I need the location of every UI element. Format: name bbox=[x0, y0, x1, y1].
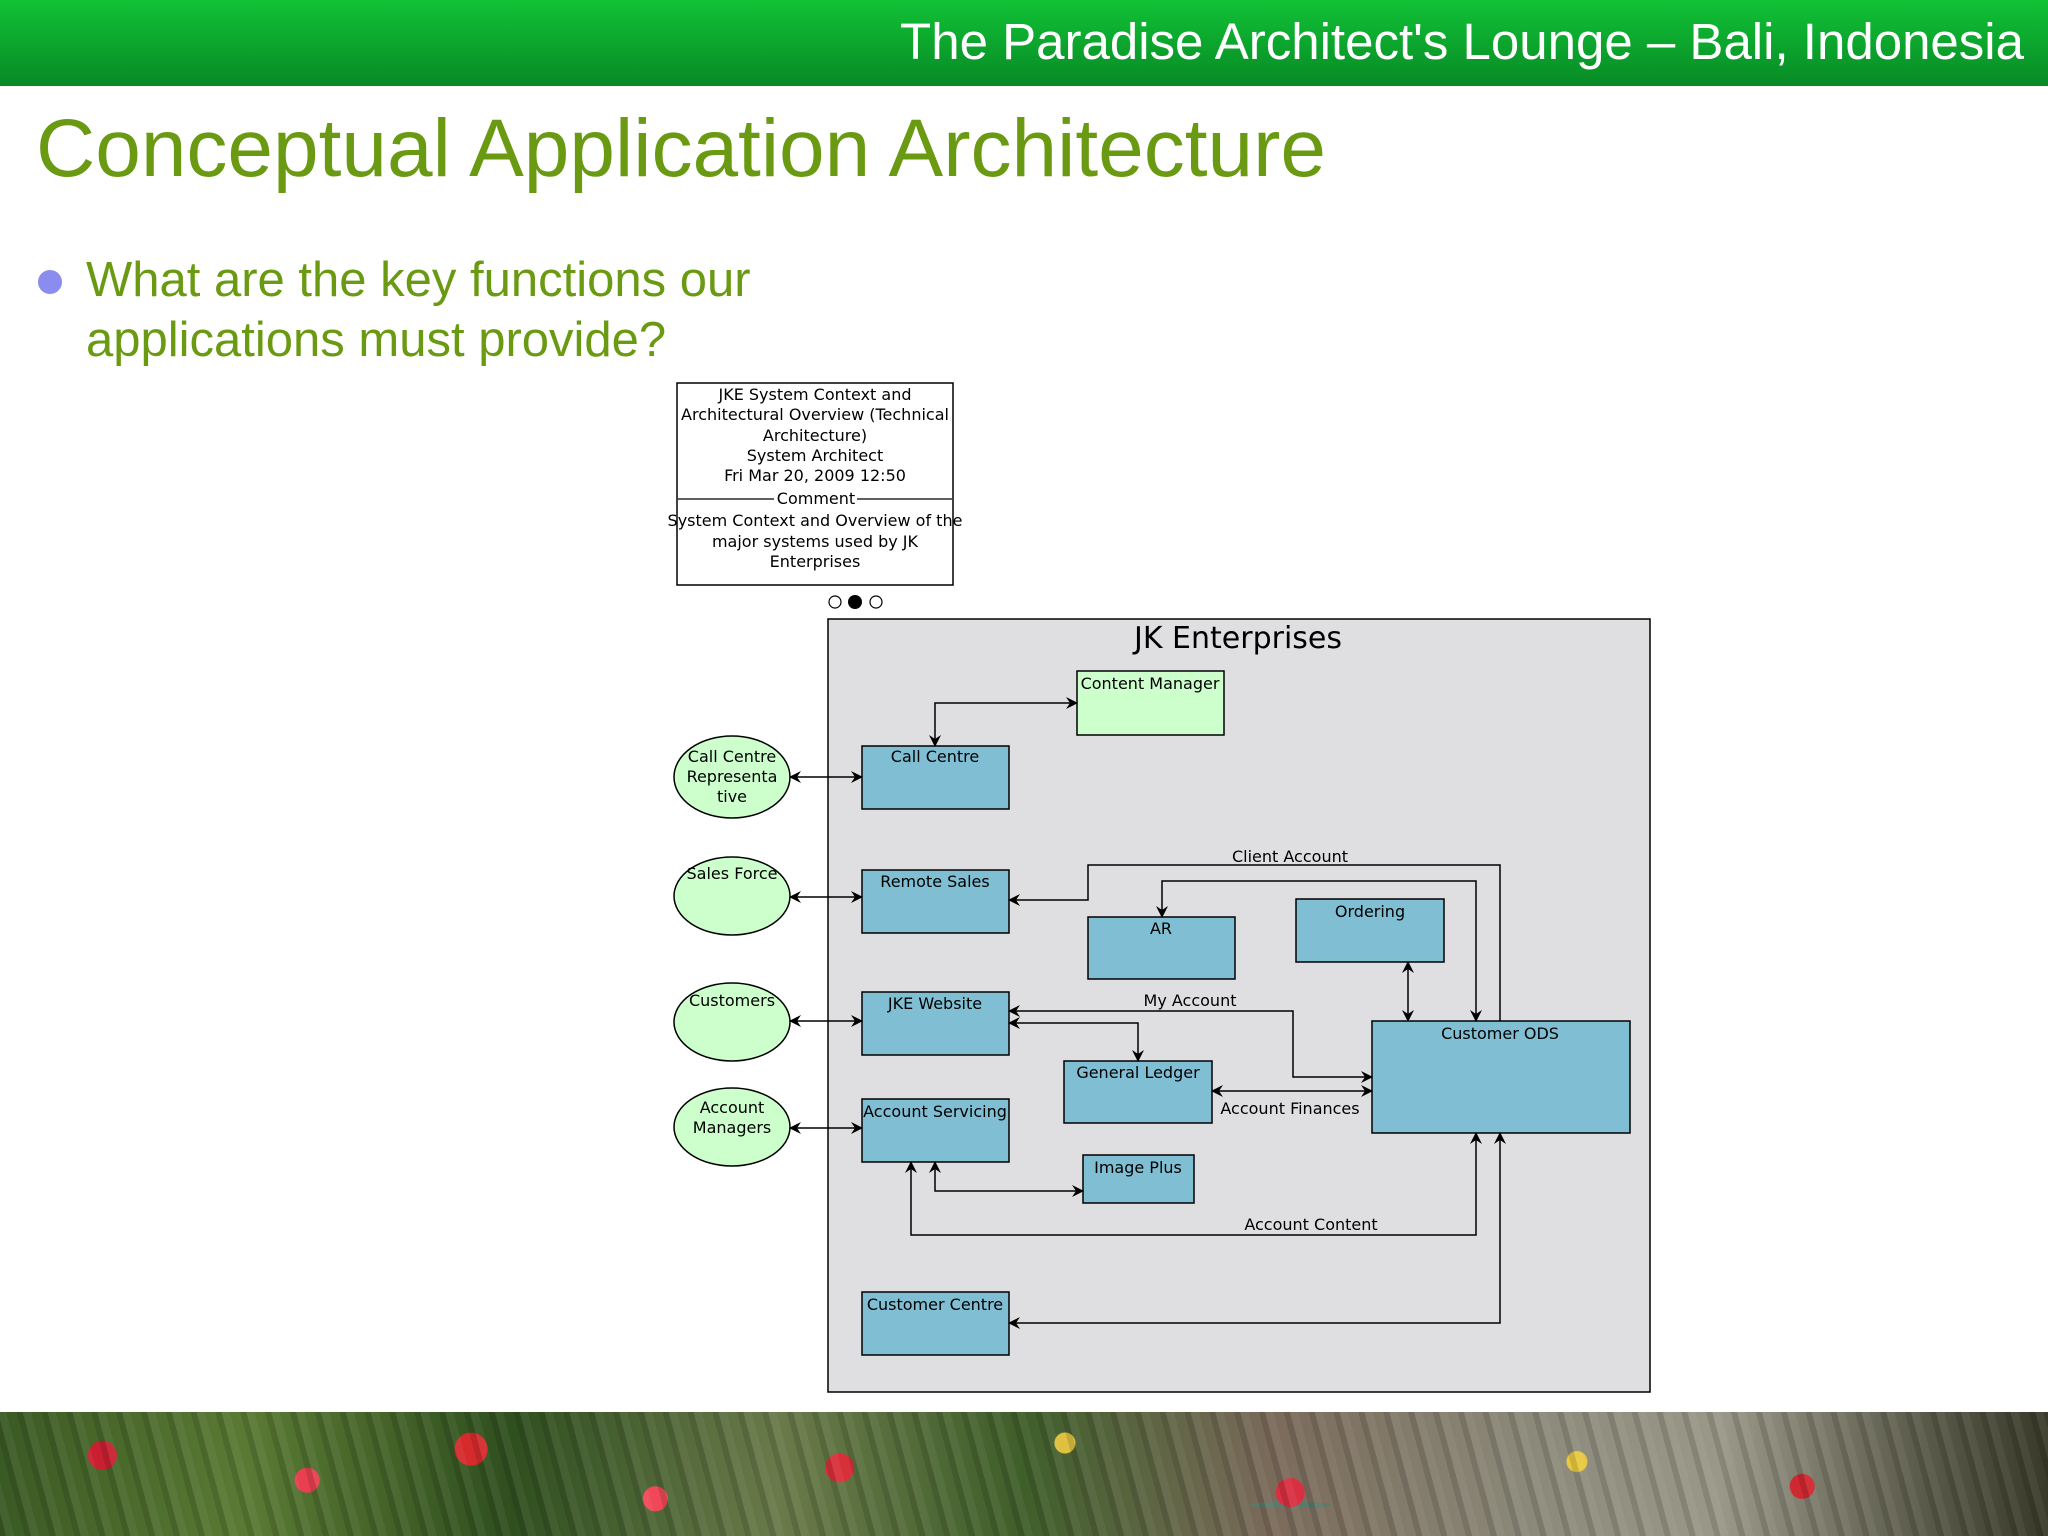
system-label: Customer ODS bbox=[1441, 1024, 1559, 1043]
system-customer-centre: Customer Centre bbox=[861, 1291, 1010, 1356]
note-line: JKE System Context and bbox=[717, 385, 911, 404]
footer-garden-photo bbox=[0, 1412, 2048, 1536]
system-general-ledger: General Ledger bbox=[1063, 1060, 1213, 1124]
system-customer-ods: Customer ODS bbox=[1371, 1020, 1631, 1134]
system-label: Call Centre bbox=[891, 747, 979, 766]
actor-sales-force: Sales Force bbox=[673, 856, 791, 936]
system-jke-website: JKE Website bbox=[861, 991, 1010, 1056]
note-comment-line: Enterprises bbox=[770, 552, 861, 571]
system-image-plus: Image Plus bbox=[1082, 1154, 1195, 1204]
system-label: Account Servicing bbox=[863, 1102, 1007, 1121]
pager-dot-active-icon bbox=[848, 595, 862, 609]
system-label: General Ledger bbox=[1076, 1063, 1200, 1082]
actor-label: Representa bbox=[687, 767, 778, 786]
actor-call-centre-rep: Call Centre Representa tive bbox=[673, 735, 791, 819]
pager-dot-icon bbox=[869, 595, 883, 609]
bullet-icon bbox=[38, 270, 62, 294]
note-line: Architectural Overview (Technical bbox=[681, 405, 949, 424]
actor-account-managers: Account Managers bbox=[673, 1087, 791, 1167]
system-call-centre: Call Centre bbox=[861, 745, 1010, 810]
connectors bbox=[789, 697, 1506, 1329]
actor-label: Sales Force bbox=[687, 864, 778, 883]
slide-title: Conceptual Application Architecture bbox=[36, 103, 1327, 194]
system-ar: AR bbox=[1087, 916, 1236, 980]
system-account-servicing: Account Servicing bbox=[861, 1098, 1010, 1163]
connector-client-account bbox=[1008, 864, 1501, 1021]
pager-dots bbox=[828, 595, 883, 609]
system-label: Ordering bbox=[1335, 902, 1405, 921]
note-line: Architecture) bbox=[763, 426, 867, 445]
system-label: Customer Centre bbox=[867, 1295, 1003, 1314]
system-remote-sales: Remote Sales bbox=[861, 869, 1010, 934]
note-comment-line: major systems used by JK bbox=[712, 532, 919, 551]
connector-my-account bbox=[1008, 1005, 1373, 1083]
note-comment-label: Comment bbox=[777, 489, 855, 508]
connector bbox=[1008, 1017, 1144, 1062]
connector bbox=[1156, 880, 1482, 1022]
system-label: AR bbox=[1150, 919, 1172, 938]
system-content-manager: Content Manager bbox=[1076, 670, 1225, 736]
note-comment-line: System Context and Overview of the bbox=[668, 511, 963, 530]
frame-title: JK Enterprises bbox=[1132, 621, 1342, 656]
system-ordering: Ordering bbox=[1295, 898, 1445, 963]
actor-label: Call Centre bbox=[688, 747, 776, 766]
bullet-text: What are the key functions our applicati… bbox=[86, 253, 751, 367]
system-label: Image Plus bbox=[1094, 1158, 1182, 1177]
system-label: Remote Sales bbox=[880, 872, 989, 891]
system-label: JKE Website bbox=[887, 994, 982, 1013]
connector bbox=[1008, 1132, 1506, 1329]
note-line: Fri Mar 20, 2009 12:50 bbox=[724, 466, 906, 485]
actor-label: Customers bbox=[689, 991, 775, 1010]
flow-label: Account Content bbox=[1244, 1215, 1377, 1234]
note-line: System Architect bbox=[747, 446, 884, 465]
flow-label: My Account bbox=[1144, 991, 1237, 1010]
actor-label: Account bbox=[700, 1098, 765, 1117]
actor-customers: Customers bbox=[673, 982, 791, 1062]
flow-label: Client Account bbox=[1232, 847, 1348, 866]
banner-title: The Paradise Architect's Lounge – Bali, … bbox=[900, 13, 2024, 70]
diagram-note: JKE System Context and Architectural Ove… bbox=[668, 382, 963, 586]
system-label: Content Manager bbox=[1081, 674, 1220, 693]
actor-label: tive bbox=[717, 787, 747, 806]
architecture-diagram: JKE System Context and Architectural Ove… bbox=[668, 382, 1651, 1393]
actor-label: Managers bbox=[693, 1118, 771, 1137]
connector bbox=[929, 697, 1078, 747]
flow-label: Account Finances bbox=[1220, 1099, 1359, 1118]
header-banner: The Paradise Architect's Lounge – Bali, … bbox=[0, 0, 2048, 86]
pager-dot-icon bbox=[828, 595, 842, 609]
